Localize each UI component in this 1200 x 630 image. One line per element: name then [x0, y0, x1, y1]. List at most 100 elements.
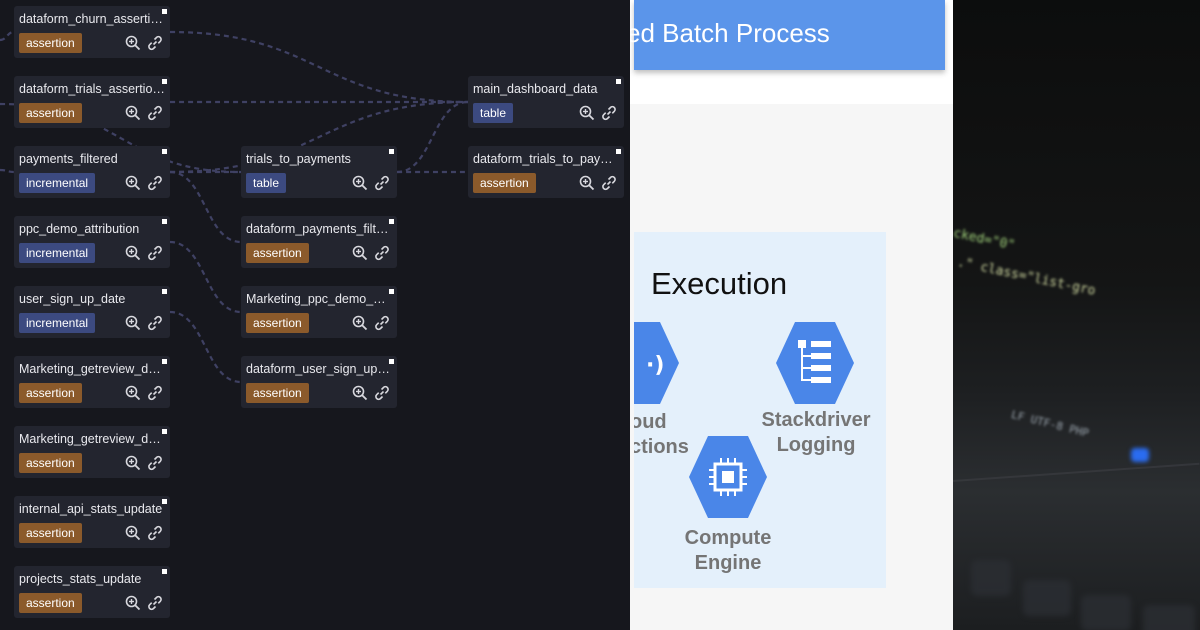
stackdriver-logging-label: Stackdriver Logging	[761, 409, 871, 456]
link-icon[interactable]	[147, 455, 163, 471]
node-port	[162, 9, 167, 14]
node-port	[389, 289, 394, 294]
slide-banner: ed Batch Process	[630, 0, 945, 70]
zoom-in-icon[interactable]	[352, 175, 368, 191]
graph-node[interactable]: user_sign_up_date incremental	[14, 286, 170, 338]
zoom-in-icon[interactable]	[125, 385, 141, 401]
graph-node[interactable]: internal_api_stats_update assertion	[14, 496, 170, 548]
zoom-in-icon[interactable]	[125, 525, 141, 541]
graph-edge	[169, 240, 242, 314]
node-name: dataform_churn_assertions	[19, 12, 165, 26]
link-icon[interactable]	[374, 175, 390, 191]
zoom-in-icon[interactable]	[125, 595, 141, 611]
zoom-in-icon[interactable]	[352, 245, 368, 261]
compute-engine-label: Compute Engine	[684, 527, 772, 574]
node-type-badge: assertion	[246, 313, 309, 333]
link-icon[interactable]	[147, 595, 163, 611]
node-port	[162, 429, 167, 434]
node-name: dataform_payments_filtered	[246, 222, 392, 236]
link-icon[interactable]	[147, 175, 163, 191]
graph-node[interactable]: dataform_payments_filtered assertion	[241, 216, 397, 268]
node-type-badge: assertion	[19, 383, 82, 403]
zoom-in-icon[interactable]	[125, 455, 141, 471]
photo-keyboard-key	[1023, 580, 1071, 616]
node-name: internal_api_stats_update	[19, 502, 163, 516]
node-type-badge: table	[473, 103, 514, 123]
zoom-in-icon[interactable]	[352, 315, 368, 331]
zoom-in-icon[interactable]	[125, 245, 141, 261]
link-icon[interactable]	[147, 245, 163, 261]
node-type-badge: incremental	[19, 243, 96, 263]
node-type-badge: assertion	[19, 453, 82, 473]
node-port	[162, 569, 167, 574]
link-icon[interactable]	[601, 105, 617, 121]
zoom-in-icon[interactable]	[125, 315, 141, 331]
link-icon[interactable]	[147, 35, 163, 51]
graph-edge	[169, 100, 469, 174]
execution-title: Execution	[651, 266, 788, 301]
node-type-badge: assertion	[19, 523, 82, 543]
zoom-in-icon[interactable]	[125, 35, 141, 51]
node-name: Marketing_getreview_data	[19, 362, 165, 376]
graph-edge	[169, 310, 242, 384]
node-port	[389, 359, 394, 364]
photo-code-line: cked="0"	[953, 226, 1017, 254]
link-icon[interactable]	[147, 385, 163, 401]
photo-keyboard-key	[971, 560, 1011, 596]
node-name: Marketing_ppc_demo_attribution	[246, 292, 392, 306]
node-type-badge: incremental	[19, 313, 96, 333]
photo-keyboard-key	[1081, 595, 1131, 630]
link-icon[interactable]	[147, 315, 163, 331]
node-name: user_sign_up_date	[19, 292, 126, 306]
cloud-functions-icon: ·)	[634, 322, 679, 404]
node-name: trials_to_payments	[246, 152, 351, 166]
node-name: dataform_trials_to_payments	[473, 152, 619, 166]
code-laptop-photo: cked="0" ." class="list-gro LF UTF-8 PHP	[953, 0, 1200, 630]
node-port	[162, 289, 167, 294]
node-type-badge: assertion	[473, 173, 536, 193]
graph-node[interactable]: Marketing_getreview_data assertion	[14, 356, 170, 408]
node-type-badge: assertion	[246, 243, 309, 263]
node-port	[616, 149, 621, 154]
zoom-in-icon[interactable]	[579, 105, 595, 121]
zoom-in-icon[interactable]	[352, 385, 368, 401]
photo-code-line: ." class="list-gro	[955, 255, 1097, 299]
graph-edge	[0, 168, 15, 174]
link-icon[interactable]	[374, 315, 390, 331]
link-icon[interactable]	[147, 525, 163, 541]
node-name: payments_filtered	[19, 152, 118, 166]
zoom-in-icon[interactable]	[125, 175, 141, 191]
graph-node[interactable]: payments_filtered incremental	[14, 146, 170, 198]
zoom-in-icon[interactable]	[579, 175, 595, 191]
node-type-badge: assertion	[246, 383, 309, 403]
graph-edge	[0, 102, 242, 174]
node-type-badge: table	[246, 173, 287, 193]
node-port	[389, 219, 394, 224]
node-port	[162, 219, 167, 224]
node-type-badge: incremental	[19, 173, 96, 193]
link-icon[interactable]	[374, 385, 390, 401]
photo-keyboard-key	[1143, 605, 1195, 630]
stackdriver-logging-icon	[776, 322, 854, 404]
compute-engine-icon	[689, 436, 767, 518]
graph-node[interactable]: Marketing_ppc_demo_attribution assertion	[241, 286, 397, 338]
node-port	[162, 359, 167, 364]
link-icon[interactable]	[601, 175, 617, 191]
link-icon[interactable]	[147, 105, 163, 121]
node-port	[162, 149, 167, 154]
zoom-in-icon[interactable]	[125, 105, 141, 121]
node-type-badge: assertion	[19, 593, 82, 613]
link-icon[interactable]	[374, 245, 390, 261]
cloud-functions-label: oud ctions	[634, 411, 689, 458]
graph-node[interactable]: dataform_trials_to_payments assertion	[468, 146, 624, 198]
execution-panel: Execution ·) oud ctions Stackdriver Logg…	[634, 232, 886, 588]
